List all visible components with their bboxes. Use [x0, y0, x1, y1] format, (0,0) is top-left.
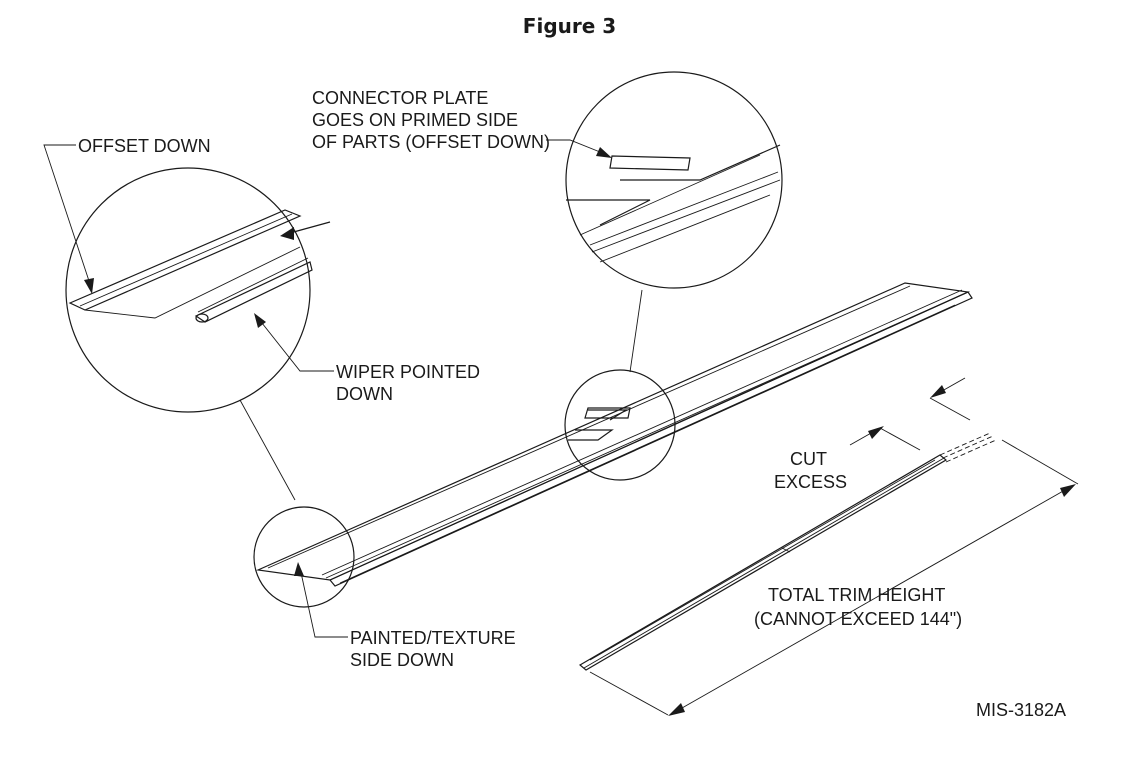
total-trim-height-dimension: [589, 439, 1079, 716]
label-painted-texture-line2: SIDE DOWN: [350, 650, 454, 670]
right-trim-strip: [578, 432, 997, 671]
leader-painted-texture: [294, 562, 348, 638]
label-connector-plate-line2: GOES ON PRIMED SIDE: [312, 110, 518, 130]
label-total-trim-height-line1: TOTAL TRIM HEIGHT: [768, 585, 945, 605]
label-painted-texture-line1: PAINTED/TEXTURE: [350, 628, 516, 648]
label-connector-plate-line1: CONNECTOR PLATE: [312, 88, 488, 108]
label-offset-down: OFFSET DOWN: [78, 136, 211, 156]
detail-circle-mid: [564, 369, 676, 481]
detail-circle-end: [253, 506, 355, 608]
cut-excess-dimension: [849, 377, 971, 451]
label-wiper-line2: DOWN: [336, 384, 393, 404]
detail-circle-connector: [565, 71, 783, 289]
leader-offset-down: [43, 144, 94, 294]
leader-detail-connector: [629, 289, 643, 373]
label-total-trim-height-line2: (CANNOT EXCEED 144"): [754, 609, 962, 629]
figure-title: Figure 3: [522, 14, 617, 38]
drawing-number: MIS-3182A: [976, 700, 1066, 720]
label-cut-excess-line1: CUT: [790, 449, 827, 469]
leader-wiper: [254, 313, 334, 372]
label-wiper-line1: WIPER POINTED: [336, 362, 480, 382]
main-trim-strip: [255, 282, 973, 587]
label-cut-excess-line2: EXCESS: [774, 472, 847, 492]
leader-detail-offset: [239, 399, 296, 501]
leader-connector-plate: [546, 139, 612, 158]
label-connector-plate-line3: OF PARTS (OFFSET DOWN): [312, 132, 550, 152]
detail-circle-offset: [65, 167, 331, 413]
